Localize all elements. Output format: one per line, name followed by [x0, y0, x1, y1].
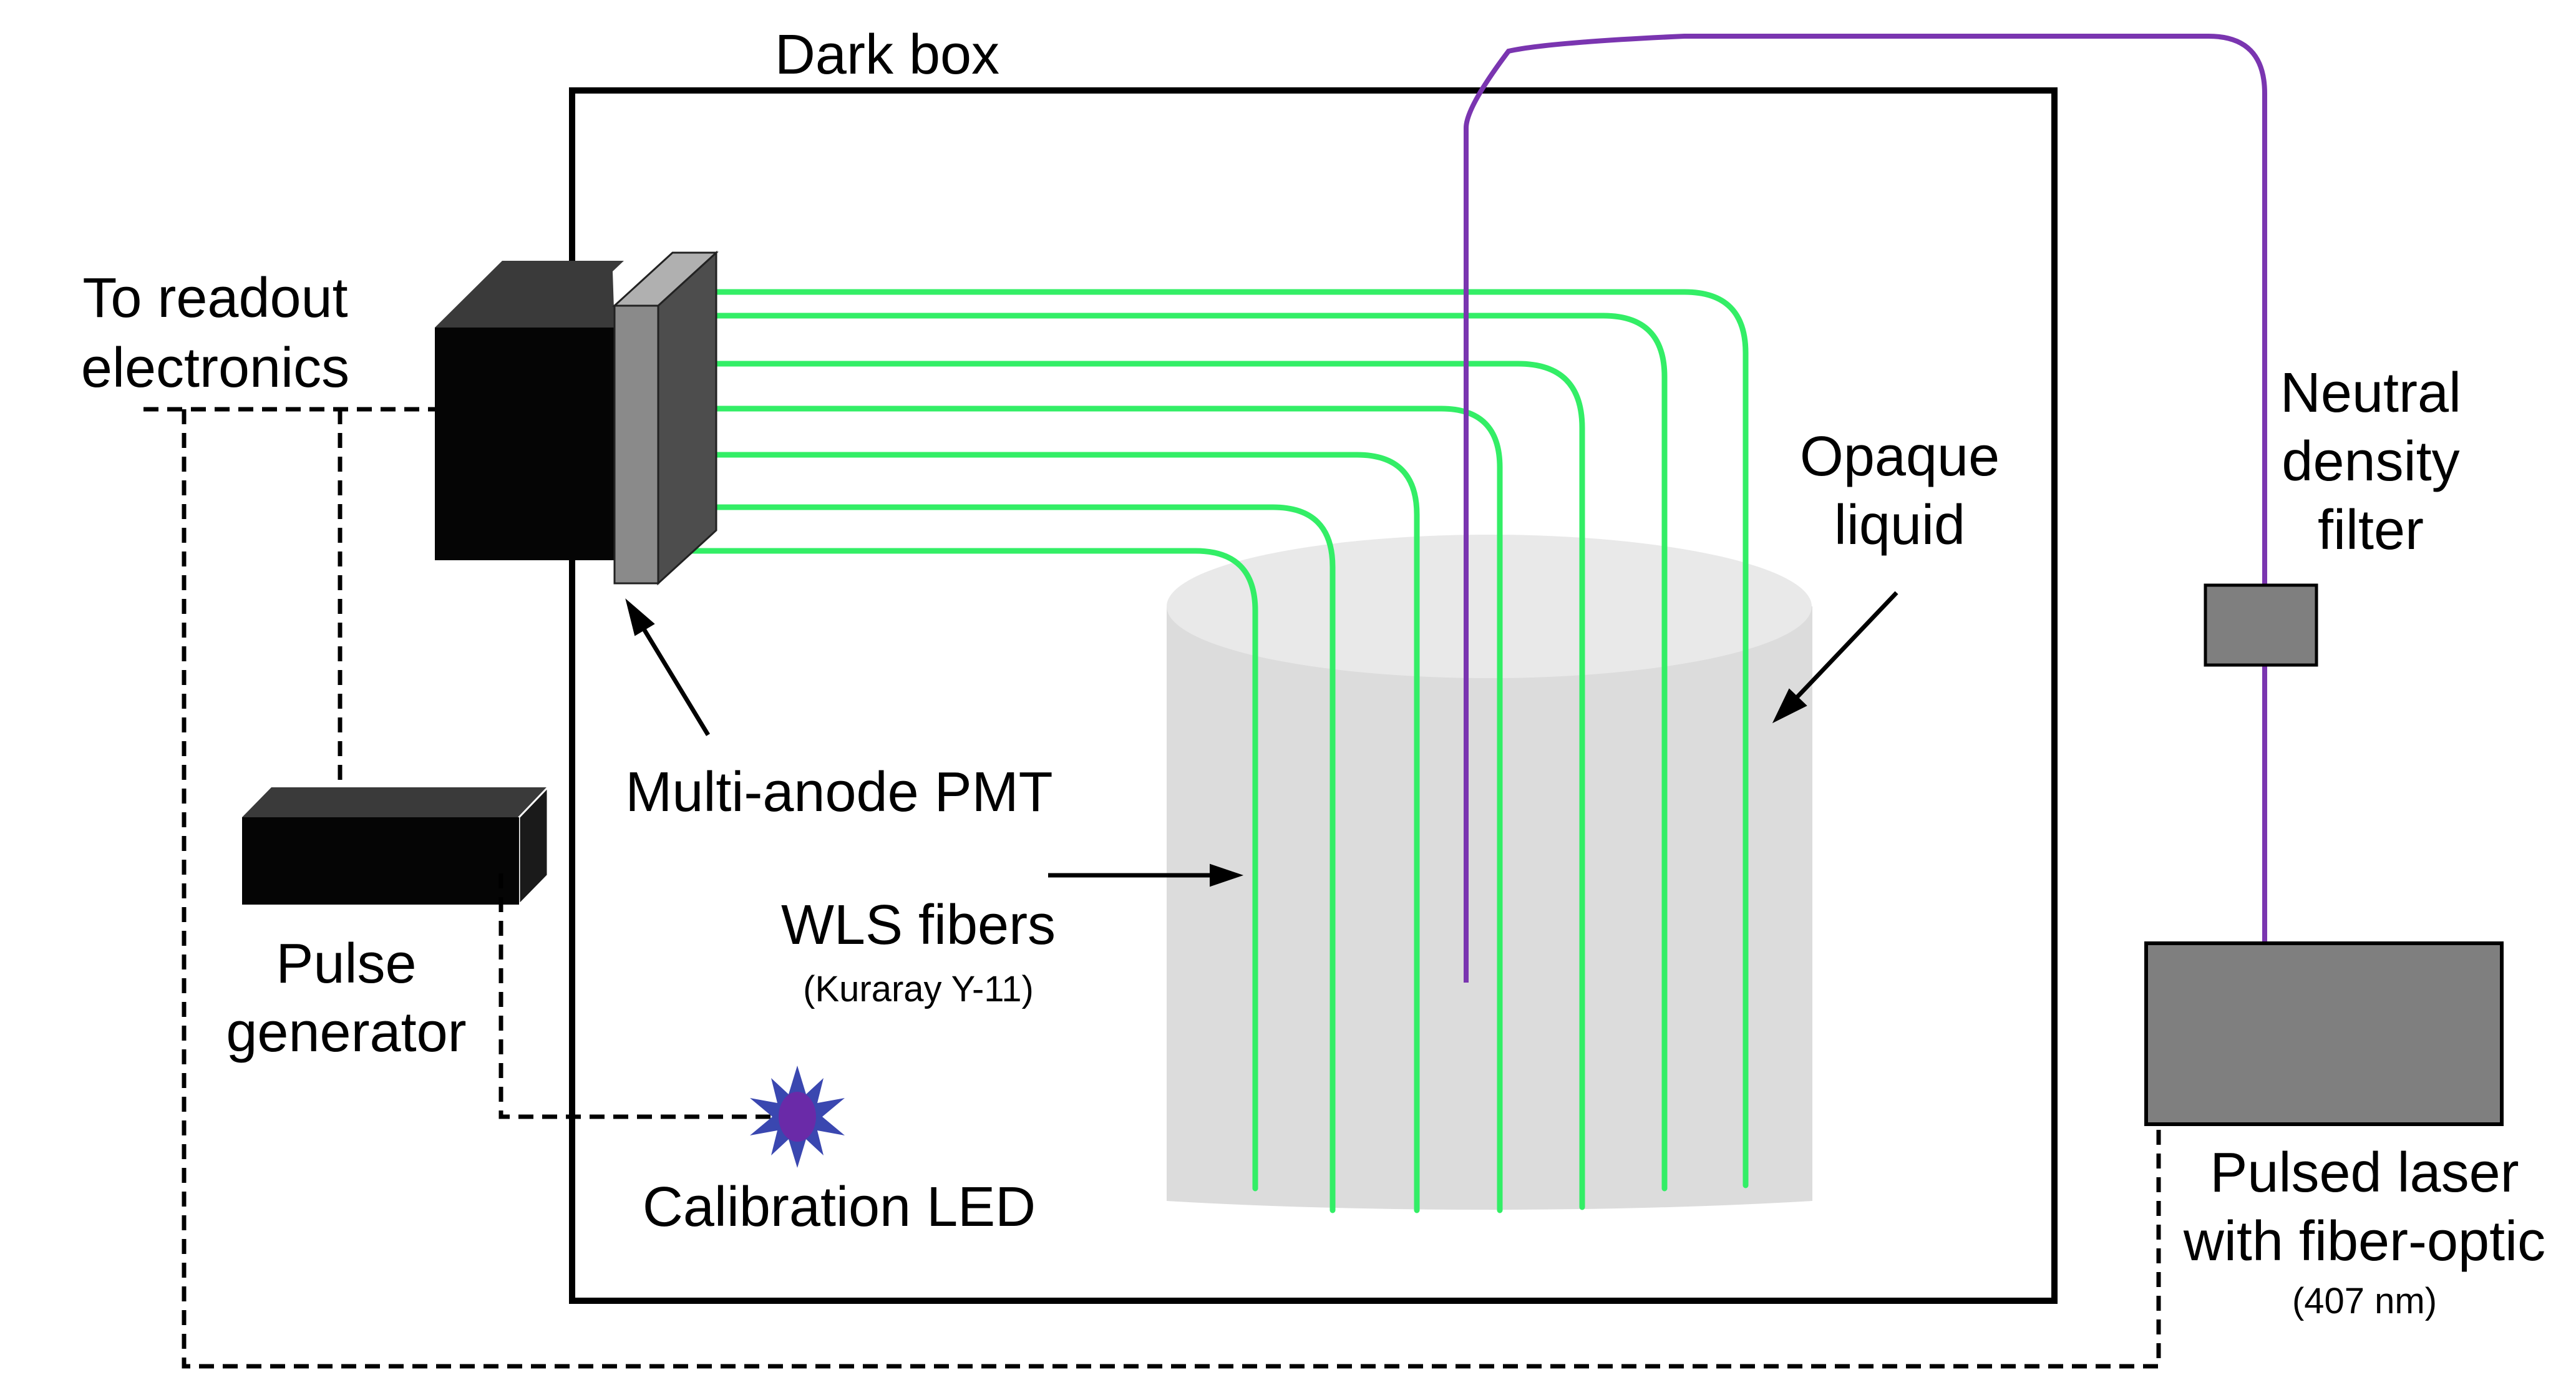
wls-fibers-sublabel: (Kuraray Y-11)	[803, 969, 1034, 1009]
opaque-liquid-label: Opaque	[1800, 425, 2000, 488]
signal-cables	[143, 407, 2161, 1369]
cylinder-body	[1167, 606, 1812, 1210]
pulse-generator	[242, 785, 549, 907]
wls-fibers	[672, 289, 1749, 1213]
readout-label: electronics	[81, 337, 349, 399]
wls-fiber	[694, 504, 1336, 1213]
pulsed-laser-sublabel: (407 nm)	[2292, 1281, 2437, 1321]
neutral-density-filter-label: filter	[2318, 499, 2424, 561]
led-core	[779, 1092, 816, 1142]
pulse-generator-label: generator	[226, 1001, 466, 1064]
annotation-arrows	[625, 591, 1898, 887]
pulse-generator-to-led-cable	[498, 873, 770, 1119]
opaque-liquid-arrowhead	[1772, 688, 1807, 724]
pulse-generator-front	[242, 817, 519, 905]
dark-box	[569, 87, 2058, 1304]
calibration-led-label: Calibration LED	[643, 1176, 1036, 1238]
pmt-top-face	[435, 261, 624, 328]
cylinder-top	[1167, 535, 1812, 678]
opaque-liquid-arrow-line	[1795, 591, 1898, 699]
opaque-liquid-cylinder	[1167, 535, 1812, 1210]
pulse-generator-top	[242, 787, 548, 817]
opaque-liquid-label: liquid	[1834, 494, 1965, 556]
laser-fiber-path	[1464, 34, 2267, 983]
multi-anode-pmt	[435, 250, 719, 586]
neutral-density-filter-label: density	[2282, 430, 2459, 493]
laser-fiber	[1464, 34, 2267, 983]
dark-box-label: Dark box	[775, 24, 999, 86]
pmt-window-side	[657, 250, 717, 586]
wls-arrowhead	[1210, 863, 1244, 887]
pmt-arrow-line	[641, 626, 710, 736]
wls-fiber	[694, 406, 1503, 1213]
wls-fiber	[697, 452, 1420, 1213]
pmt-window-front	[613, 304, 659, 585]
wls-fiber	[694, 313, 1668, 1192]
neutral-density-filter	[2204, 583, 2318, 667]
wls-fibers-label: WLS fibers	[781, 894, 1056, 956]
pulsed-laser-label: with fiber-optic	[2183, 1210, 2545, 1273]
neutral-density-filter-label: Neutral	[2280, 362, 2461, 424]
wls-fiber	[672, 548, 1258, 1192]
laser-trigger-cable	[182, 409, 2161, 1369]
pulse-generator-label: Pulse	[276, 933, 416, 995]
pmt-arrowhead	[625, 598, 655, 636]
readout-label: To readout	[82, 267, 348, 329]
pulsed-laser-box	[2144, 941, 2504, 1126]
wls-fiber	[694, 289, 1749, 1188]
wls-fiber	[694, 361, 1585, 1210]
calibration-led	[750, 1066, 845, 1168]
pulsed-laser-label: Pulsed laser	[2210, 1142, 2519, 1204]
pmt-front-face	[435, 328, 615, 560]
pmt-label: Multi-anode PMT	[625, 761, 1052, 824]
